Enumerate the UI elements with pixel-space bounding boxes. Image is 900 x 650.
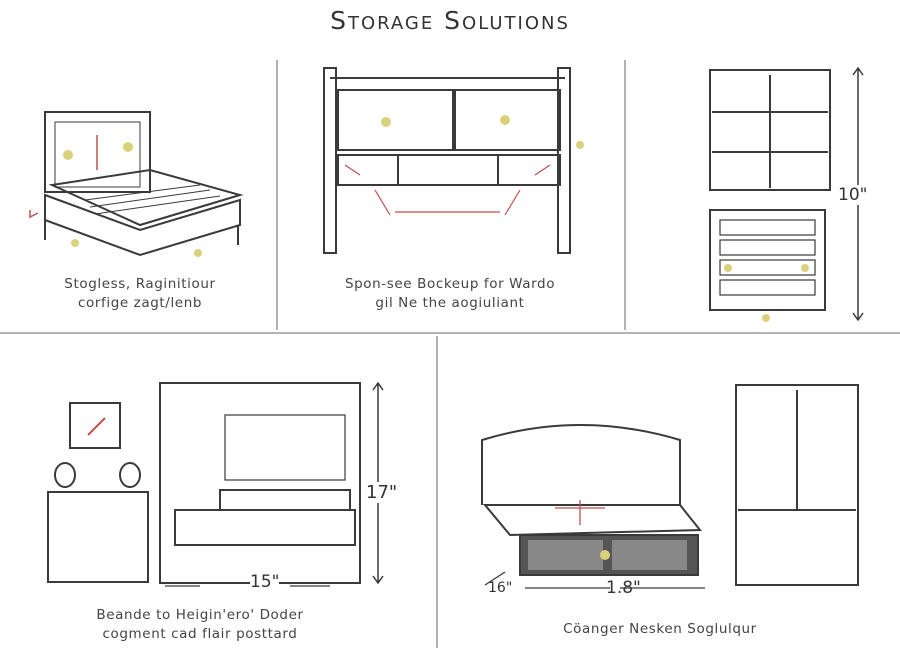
dimension-label-width: 1.8": [606, 578, 641, 598]
dimension-label-height: 10": [838, 185, 868, 205]
page-title: Storage Solutions: [330, 6, 570, 35]
bed-wardrobe-illustration: [481, 384, 859, 589]
panel-4-caption: Beande to Heigin'ero' Doder cogment cad …: [40, 606, 360, 644]
panel-1-caption: Stogless, Raginitiour corfige zagt/lenb: [20, 275, 260, 313]
caption-line: Cöanger Nesken Soglulqur: [563, 621, 757, 637]
caption-line: Stogless, Raginitiour: [64, 276, 216, 292]
panel-5-caption: Cöanger Nesken Soglulqur: [510, 620, 810, 639]
caption-line: corfige zagt/lenb: [77, 295, 203, 311]
bookcase-headboard-illustration: [323, 67, 584, 254]
bed-illustration-1: [29, 111, 244, 257]
wall-unit-illustration: [47, 381, 384, 587]
panel-2-caption: Spon-see Bockeup for Wardo gil Ne the ao…: [290, 275, 610, 313]
dimension-label-depth: 16": [488, 580, 513, 596]
caption-line: cogment cad flair posttard: [102, 626, 298, 642]
caption-line: Beande to Heigin'ero' Doder: [96, 607, 304, 623]
caption-line: gil Ne the aogiuliant: [375, 295, 525, 311]
caption-line: Spon-see Bockeup for Wardo: [344, 276, 556, 292]
dimension-label-height: 17": [366, 482, 398, 503]
panel-dividers: [0, 60, 900, 648]
dimension-label-width: 15": [250, 572, 280, 592]
